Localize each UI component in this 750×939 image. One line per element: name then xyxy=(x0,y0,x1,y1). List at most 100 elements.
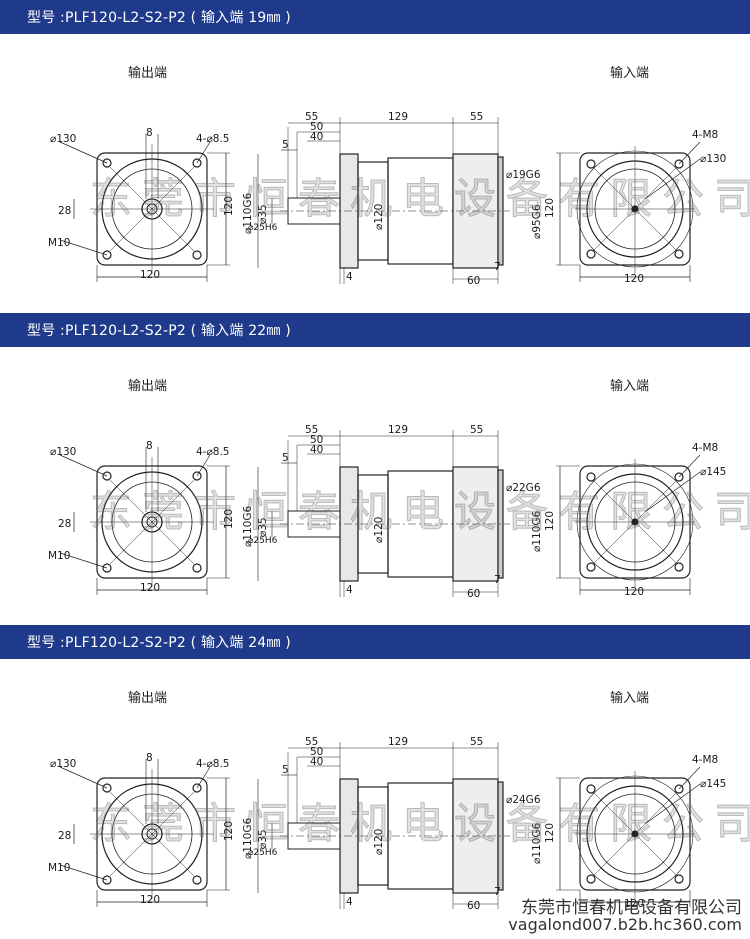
side-input-bore-dim: ⌀22G6 xyxy=(506,482,541,494)
out-holes-dim: 4-⌀8.5 xyxy=(196,758,230,770)
model-header-bar: 型号 :PLF120-L2-S2-P2 ( 输入端 22㎜ ) xyxy=(0,313,750,347)
footer-url: vagalond007.b2b.hc360.com xyxy=(508,915,742,934)
out-key-width-dim: 8 xyxy=(146,127,153,139)
side-dim-129: 129 xyxy=(388,736,408,748)
side-view xyxy=(257,430,510,597)
side-dim-55b: 55 xyxy=(470,111,483,123)
side-input-flange-dim: 7 xyxy=(494,261,501,273)
side-input-pilot-dim: ⌀110G6 xyxy=(531,511,543,552)
out-thread-dim: M10 xyxy=(48,237,70,249)
input-end-view xyxy=(556,141,701,282)
footer-company: 东莞市恒春机电设备有限公司 xyxy=(521,898,742,918)
side-shaft-dim: ⌀35 xyxy=(257,204,269,224)
input-end-label: 输入端 xyxy=(610,379,650,394)
out-bottom-dim: 120 xyxy=(140,894,160,906)
side-input-bore-dim: ⌀19G6 xyxy=(506,169,541,181)
out-thread-dim: M10 xyxy=(48,550,70,562)
in-holes-dim: 4-M8 xyxy=(692,129,718,141)
side-body-dim: ⌀120 xyxy=(373,517,385,543)
drawing-section: 型号 :PLF120-L2-S2-P2 ( 输入端 24㎜ ) 输出端 输入端 xyxy=(0,625,750,937)
in-bottom-dim: 120 xyxy=(624,586,644,598)
out-bolt-circle-dim: ⌀130 xyxy=(50,133,76,145)
side-input-length-dim: 60 xyxy=(467,900,480,912)
side-view xyxy=(257,742,510,909)
technical-drawing: ⌀130 8 4-⌀8.5 28 120 120 M10 xyxy=(48,736,726,912)
out-bottom-dim: 120 xyxy=(140,582,160,594)
in-side-dim: 120 xyxy=(544,823,556,843)
in-bottom-dim: 120 xyxy=(624,273,644,285)
side-body-dim: ⌀120 xyxy=(373,829,385,855)
in-bolt-circle-dim: ⌀145 xyxy=(700,466,726,478)
technical-drawing: ⌀130 8 4-⌀8.5 28 120 120 M10 xyxy=(48,111,726,287)
side-dim-50: 50 xyxy=(310,746,323,758)
side-body-dim: ⌀120 xyxy=(373,204,385,230)
side-view xyxy=(257,117,510,284)
side-input-flange-dim: 7 xyxy=(494,574,501,586)
side-dim-40: 40 xyxy=(310,756,323,768)
side-dim-129: 129 xyxy=(388,424,408,436)
company-watermark: 东莞市恒春机电设备有限公司 xyxy=(89,487,750,537)
side-dim-55: 55 xyxy=(305,736,318,748)
side-bore-dim: ⌀25H6 xyxy=(248,223,278,233)
side-pilot-dim: ⌀110G6 xyxy=(242,193,254,234)
side-flange-dim: 4 xyxy=(346,271,353,283)
output-end-view xyxy=(59,134,230,282)
drawing-section: 型号 :PLF120-L2-S2-P2 ( 输入端 22㎜ ) 输出端 输入端 xyxy=(0,313,750,625)
out-key-width-dim: 8 xyxy=(146,752,153,764)
side-input-pilot-dim: ⌀110G6 xyxy=(531,823,543,864)
side-input-bore-dim: ⌀24G6 xyxy=(506,794,541,806)
side-dim-55: 55 xyxy=(305,111,318,123)
side-input-length-dim: 60 xyxy=(467,275,480,287)
side-dim-40: 40 xyxy=(310,131,323,143)
output-end-view xyxy=(59,759,230,907)
side-dim-40: 40 xyxy=(310,444,323,456)
side-dim-50: 50 xyxy=(310,121,323,133)
side-shaft-dim: ⌀35 xyxy=(257,829,269,849)
side-dim-129: 129 xyxy=(388,111,408,123)
out-side-dim: 120 xyxy=(223,196,235,216)
in-holes-dim: 4-M8 xyxy=(692,442,718,454)
technical-drawing: ⌀130 8 4-⌀8.5 28 120 120 M10 xyxy=(48,424,726,600)
out-height-dim: 28 xyxy=(58,518,71,530)
in-side-dim: 120 xyxy=(544,511,556,531)
model-title: 型号 :PLF120-L2-S2-P2 ( 输入端 22㎜ ) xyxy=(27,323,291,339)
model-title: 型号 :PLF120-L2-S2-P2 ( 输入端 24㎜ ) xyxy=(27,635,291,651)
model-header-bar: 型号 :PLF120-L2-S2-P2 ( 输入端 24㎜ ) xyxy=(0,625,750,659)
side-shaft-dim: ⌀35 xyxy=(257,517,269,537)
input-end-view xyxy=(556,766,701,907)
company-watermark: 东莞市恒春机电设备有限公司 xyxy=(89,799,750,849)
drawing-section: 型号 :PLF120-L2-S2-P2 ( 输入端 19㎜ ) 输出端 输入端 xyxy=(0,0,750,312)
side-input-flange-dim: 7 xyxy=(494,886,501,898)
input-end-label: 输入端 xyxy=(610,66,650,81)
out-side-dim: 120 xyxy=(223,509,235,529)
out-bottom-dim: 120 xyxy=(140,269,160,281)
in-bolt-circle-dim: ⌀130 xyxy=(700,153,726,165)
input-end-view xyxy=(556,454,701,595)
side-dim-55b: 55 xyxy=(470,736,483,748)
out-holes-dim: 4-⌀8.5 xyxy=(196,133,230,145)
company-watermark: 东莞市恒春机电设备有限公司 xyxy=(89,174,750,224)
side-pilot-dim: ⌀110G6 xyxy=(242,818,254,859)
side-flange-dim: 4 xyxy=(346,584,353,596)
side-dim-55b: 55 xyxy=(470,424,483,436)
out-height-dim: 28 xyxy=(58,830,71,842)
side-flange-dim: 4 xyxy=(346,896,353,908)
out-height-dim: 28 xyxy=(58,205,71,217)
output-end-label: 输出端 xyxy=(128,691,168,706)
side-bore-dim: ⌀25H6 xyxy=(248,848,278,858)
out-bolt-circle-dim: ⌀130 xyxy=(50,758,76,770)
in-side-dim: 120 xyxy=(544,198,556,218)
in-holes-dim: 4-M8 xyxy=(692,754,718,766)
side-input-pilot-dim: ⌀95G6 xyxy=(531,204,543,239)
out-side-dim: 120 xyxy=(223,821,235,841)
side-dim-5: 5 xyxy=(282,452,289,464)
side-bore-dim: ⌀25H6 xyxy=(248,536,278,546)
in-bottom-dim: 120 xyxy=(624,898,644,910)
side-dim-5: 5 xyxy=(282,139,289,151)
output-end-label: 输出端 xyxy=(128,379,168,394)
input-end-label: 输入端 xyxy=(610,691,650,706)
output-end-view xyxy=(59,447,230,595)
model-title: 型号 :PLF120-L2-S2-P2 ( 输入端 19㎜ ) xyxy=(27,10,291,26)
in-bolt-circle-dim: ⌀145 xyxy=(700,778,726,790)
side-input-length-dim: 60 xyxy=(467,588,480,600)
